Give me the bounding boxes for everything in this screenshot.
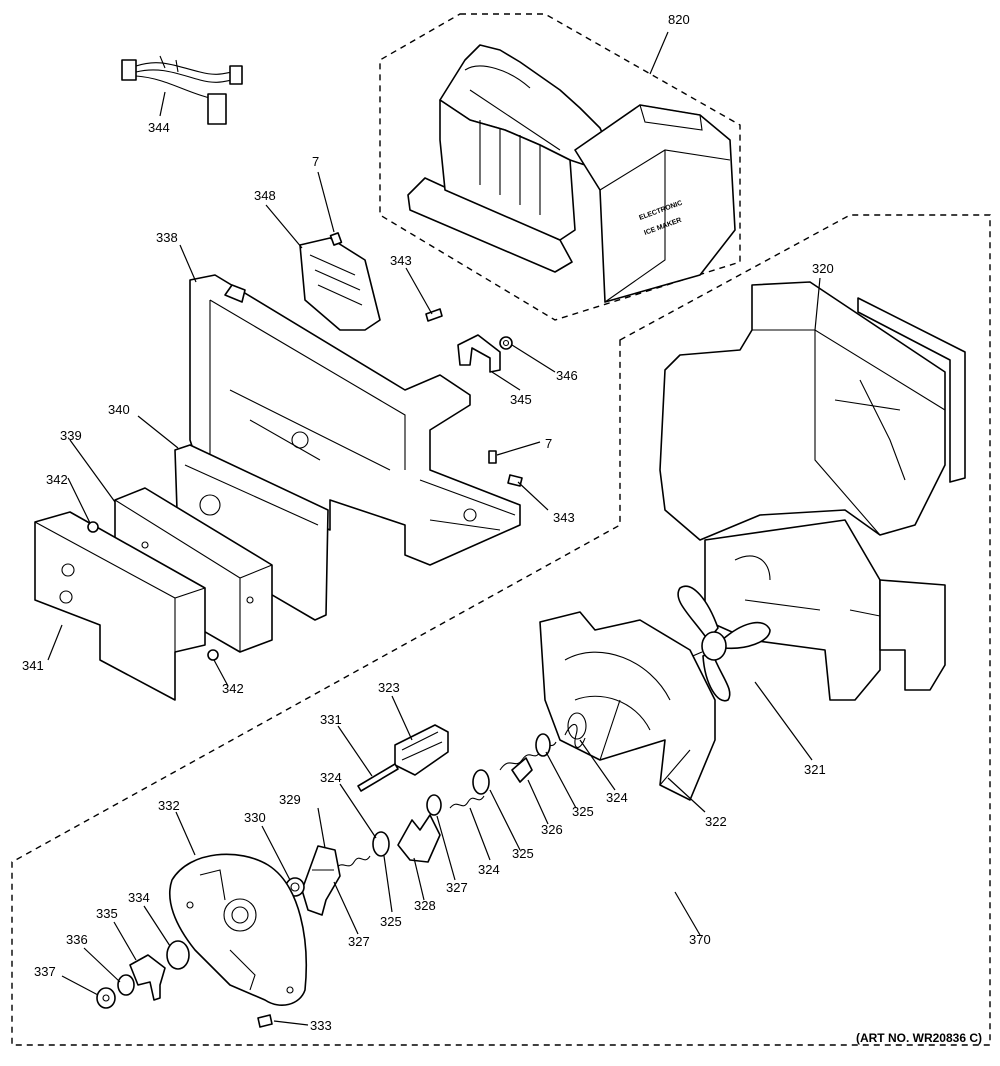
- callout-326: 326: [541, 822, 563, 837]
- callout-342-lower: 342: [222, 681, 244, 696]
- callout-334: 334: [128, 890, 150, 905]
- callout-336: 336: [66, 932, 88, 947]
- callout-325-c: 325: [380, 914, 402, 929]
- callout-323: 323: [378, 680, 400, 695]
- callout-329: 329: [279, 792, 301, 807]
- propeller-321-part: [677, 585, 771, 702]
- callout-7-upper: 7: [312, 154, 319, 169]
- callout-340: 340: [108, 402, 130, 417]
- motor-plate-332-part: [168, 853, 308, 1006]
- fastener-342-upper-part: [87, 521, 99, 533]
- control-board-part: [299, 237, 381, 331]
- callout-370: 370: [689, 932, 711, 947]
- dispenser-group-outline: [11, 214, 991, 1046]
- callout-322: 322: [705, 814, 727, 829]
- nut-346-part: [499, 336, 513, 350]
- callout-324-b: 324: [606, 790, 628, 805]
- nut-337-part: [96, 987, 116, 1009]
- auger-assembly-parts: [285, 712, 587, 916]
- fastener-342-lower-part: [207, 649, 219, 661]
- callout-343-upper: 343: [390, 253, 412, 268]
- callout-341: 341: [22, 658, 44, 673]
- callout-330: 330: [244, 810, 266, 825]
- screw-343-upper-part: [425, 308, 443, 322]
- callout-328: 328: [414, 898, 436, 913]
- callout-327-b: 327: [348, 934, 370, 949]
- bracket-323-part: [394, 724, 449, 776]
- callout-321: 321: [804, 762, 826, 777]
- callout-7-lower: 7: [545, 436, 552, 451]
- clip-345-part: [457, 334, 501, 373]
- callout-348: 348: [254, 188, 276, 203]
- callout-337: 337: [34, 964, 56, 979]
- electronic-ice-maker-part: ELECTRONIC ICE MAKER: [407, 44, 736, 303]
- callout-344: 344: [148, 120, 170, 135]
- front-panel-341-part: [34, 511, 206, 701]
- callout-324-a: 324: [320, 770, 342, 785]
- ring-334-part: [166, 940, 190, 970]
- washer-336-part: [117, 974, 135, 996]
- callout-345: 345: [510, 392, 532, 407]
- screw-7-upper-part: [329, 232, 343, 246]
- callout-338: 338: [156, 230, 178, 245]
- callout-820: 820: [668, 12, 690, 27]
- pin-331-part: [357, 763, 399, 792]
- callout-331: 331: [320, 712, 342, 727]
- auger-housing-322-part: [539, 611, 716, 801]
- callout-346: 346: [556, 368, 578, 383]
- ice-maker-group-outline: [379, 13, 741, 321]
- callout-325-a: 325: [572, 804, 594, 819]
- callout-342-upper: 342: [46, 472, 68, 487]
- screw-333-part: [257, 1014, 273, 1028]
- callout-335: 335: [96, 906, 118, 921]
- callout-324-c: 324: [478, 862, 500, 877]
- callout-325-b: 325: [512, 846, 534, 861]
- callout-343-lower: 343: [553, 510, 575, 525]
- callout-332: 332: [158, 798, 180, 813]
- ice-bucket-320-part: [659, 281, 966, 701]
- screw-7-lower-part: [488, 450, 497, 464]
- callout-327-a: 327: [446, 880, 468, 895]
- callout-339: 339: [60, 428, 82, 443]
- callout-320: 320: [812, 261, 834, 276]
- art-number: (ART NO. WR20836 C): [855, 1031, 982, 1045]
- arm-335-part: [129, 954, 166, 1001]
- wire-harness-part: [121, 55, 243, 125]
- callout-333: 333: [310, 1018, 332, 1033]
